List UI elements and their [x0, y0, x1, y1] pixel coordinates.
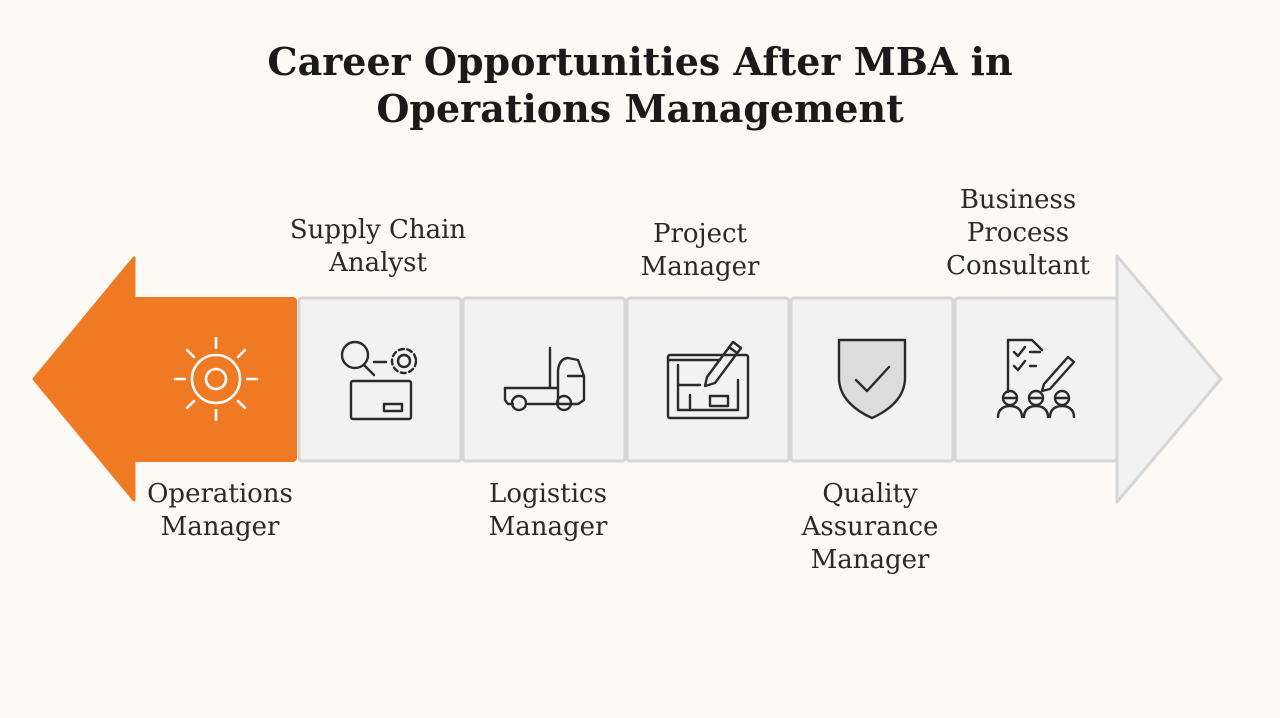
- sun-gear-icon: [173, 336, 259, 422]
- label-line: Manager: [488, 512, 608, 542]
- step-box-business-process-consultant: [953, 296, 1119, 463]
- label-line: Project: [652, 219, 748, 249]
- label-logistics-manager: Logistics Manager: [448, 478, 648, 544]
- label-project-manager: Project Manager: [600, 218, 800, 284]
- title-line-2: Operations Management: [376, 86, 904, 131]
- label-line: Logistics: [489, 479, 607, 509]
- step-box-project-manager: [625, 296, 791, 463]
- step-box-supply-chain-analyst: [297, 296, 463, 463]
- blueprint-pencil-icon: [666, 340, 750, 420]
- search-gear-box-icon: [340, 340, 418, 421]
- label-line: Quality: [822, 479, 918, 509]
- label-business-process-consultant: Business Process Consultant: [918, 184, 1118, 283]
- label-line: Operations: [147, 479, 293, 509]
- label-operations-manager: Operations Manager: [120, 478, 320, 544]
- label-line: Manager: [810, 545, 930, 575]
- label-line: Analyst: [329, 248, 427, 278]
- shield-check-icon: [837, 338, 907, 420]
- left-arrow-head: [32, 256, 136, 502]
- label-line: Business: [959, 185, 1077, 215]
- step-box-operations-manager: [133, 297, 297, 462]
- label-supply-chain-analyst: Supply Chain Analyst: [278, 214, 478, 280]
- label-line: Assurance: [801, 512, 939, 542]
- diagram-title: Career Opportunities After MBA in Operat…: [0, 38, 1280, 132]
- right-arrow-head: [1115, 254, 1223, 504]
- label-quality-assurance-manager: Quality Assurance Manager: [770, 478, 970, 577]
- label-line: Process: [966, 218, 1070, 248]
- label-line: Consultant: [946, 251, 1090, 281]
- label-line: Manager: [160, 512, 280, 542]
- truck-icon: [503, 346, 586, 412]
- checklist-team-icon: [996, 338, 1076, 419]
- title-line-1: Career Opportunities After MBA in: [267, 39, 1013, 84]
- label-line: Manager: [640, 252, 760, 282]
- label-line: Supply Chain: [289, 215, 467, 245]
- step-box-logistics-manager: [461, 296, 627, 463]
